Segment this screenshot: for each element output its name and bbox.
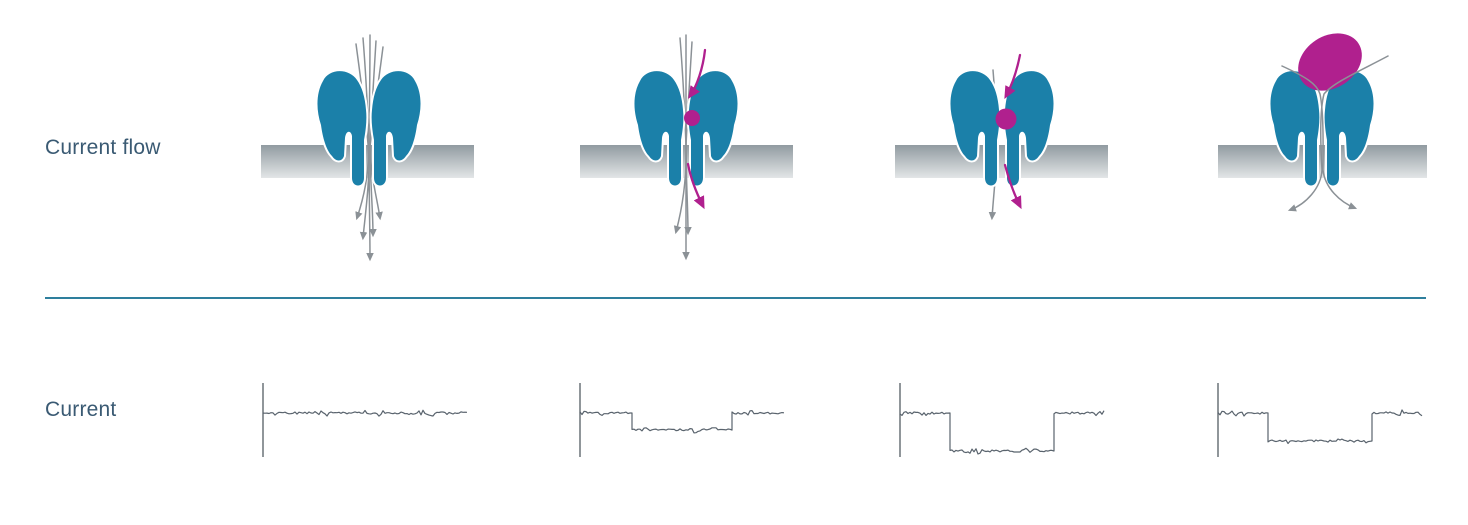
analyte-path-arrows [1003,53,1022,210]
row-divider-line [45,297,1426,299]
current-trace-line [579,409,785,434]
current-flow-lines [355,34,384,262]
current-trace-line [262,409,468,417]
analyte-path-arrows [686,48,707,210]
analyte-dot [995,108,1017,130]
analyte-blob [1298,33,1362,91]
current-trace-medium-blockade [1217,383,1423,457]
current-trace-line [899,410,1105,455]
membrane [895,145,1108,178]
pore-left-half [632,69,686,188]
current-trace-line [1217,409,1423,445]
current-flow-lines [1281,55,1389,212]
analyte-dot [684,110,700,126]
pore-right-half [369,69,423,188]
pore-diagram-analyte-in-pore [895,53,1108,221]
pore-left-half [1268,69,1322,188]
pore-diagram-analyte-approaching [580,34,793,261]
current-label: Current [45,398,117,421]
current-trace-shallow-blockade [579,383,785,457]
current-trace-deep-blockade [899,383,1105,457]
pore-right-half [1322,69,1376,188]
current-flow-label: Current flow [45,136,161,159]
pore-diagram-open [261,34,474,262]
pore-diagram-blocked [1218,33,1427,212]
pore-left-half [315,69,369,188]
current-trace-open-pore [262,383,468,457]
current-flow-lines [673,34,693,261]
